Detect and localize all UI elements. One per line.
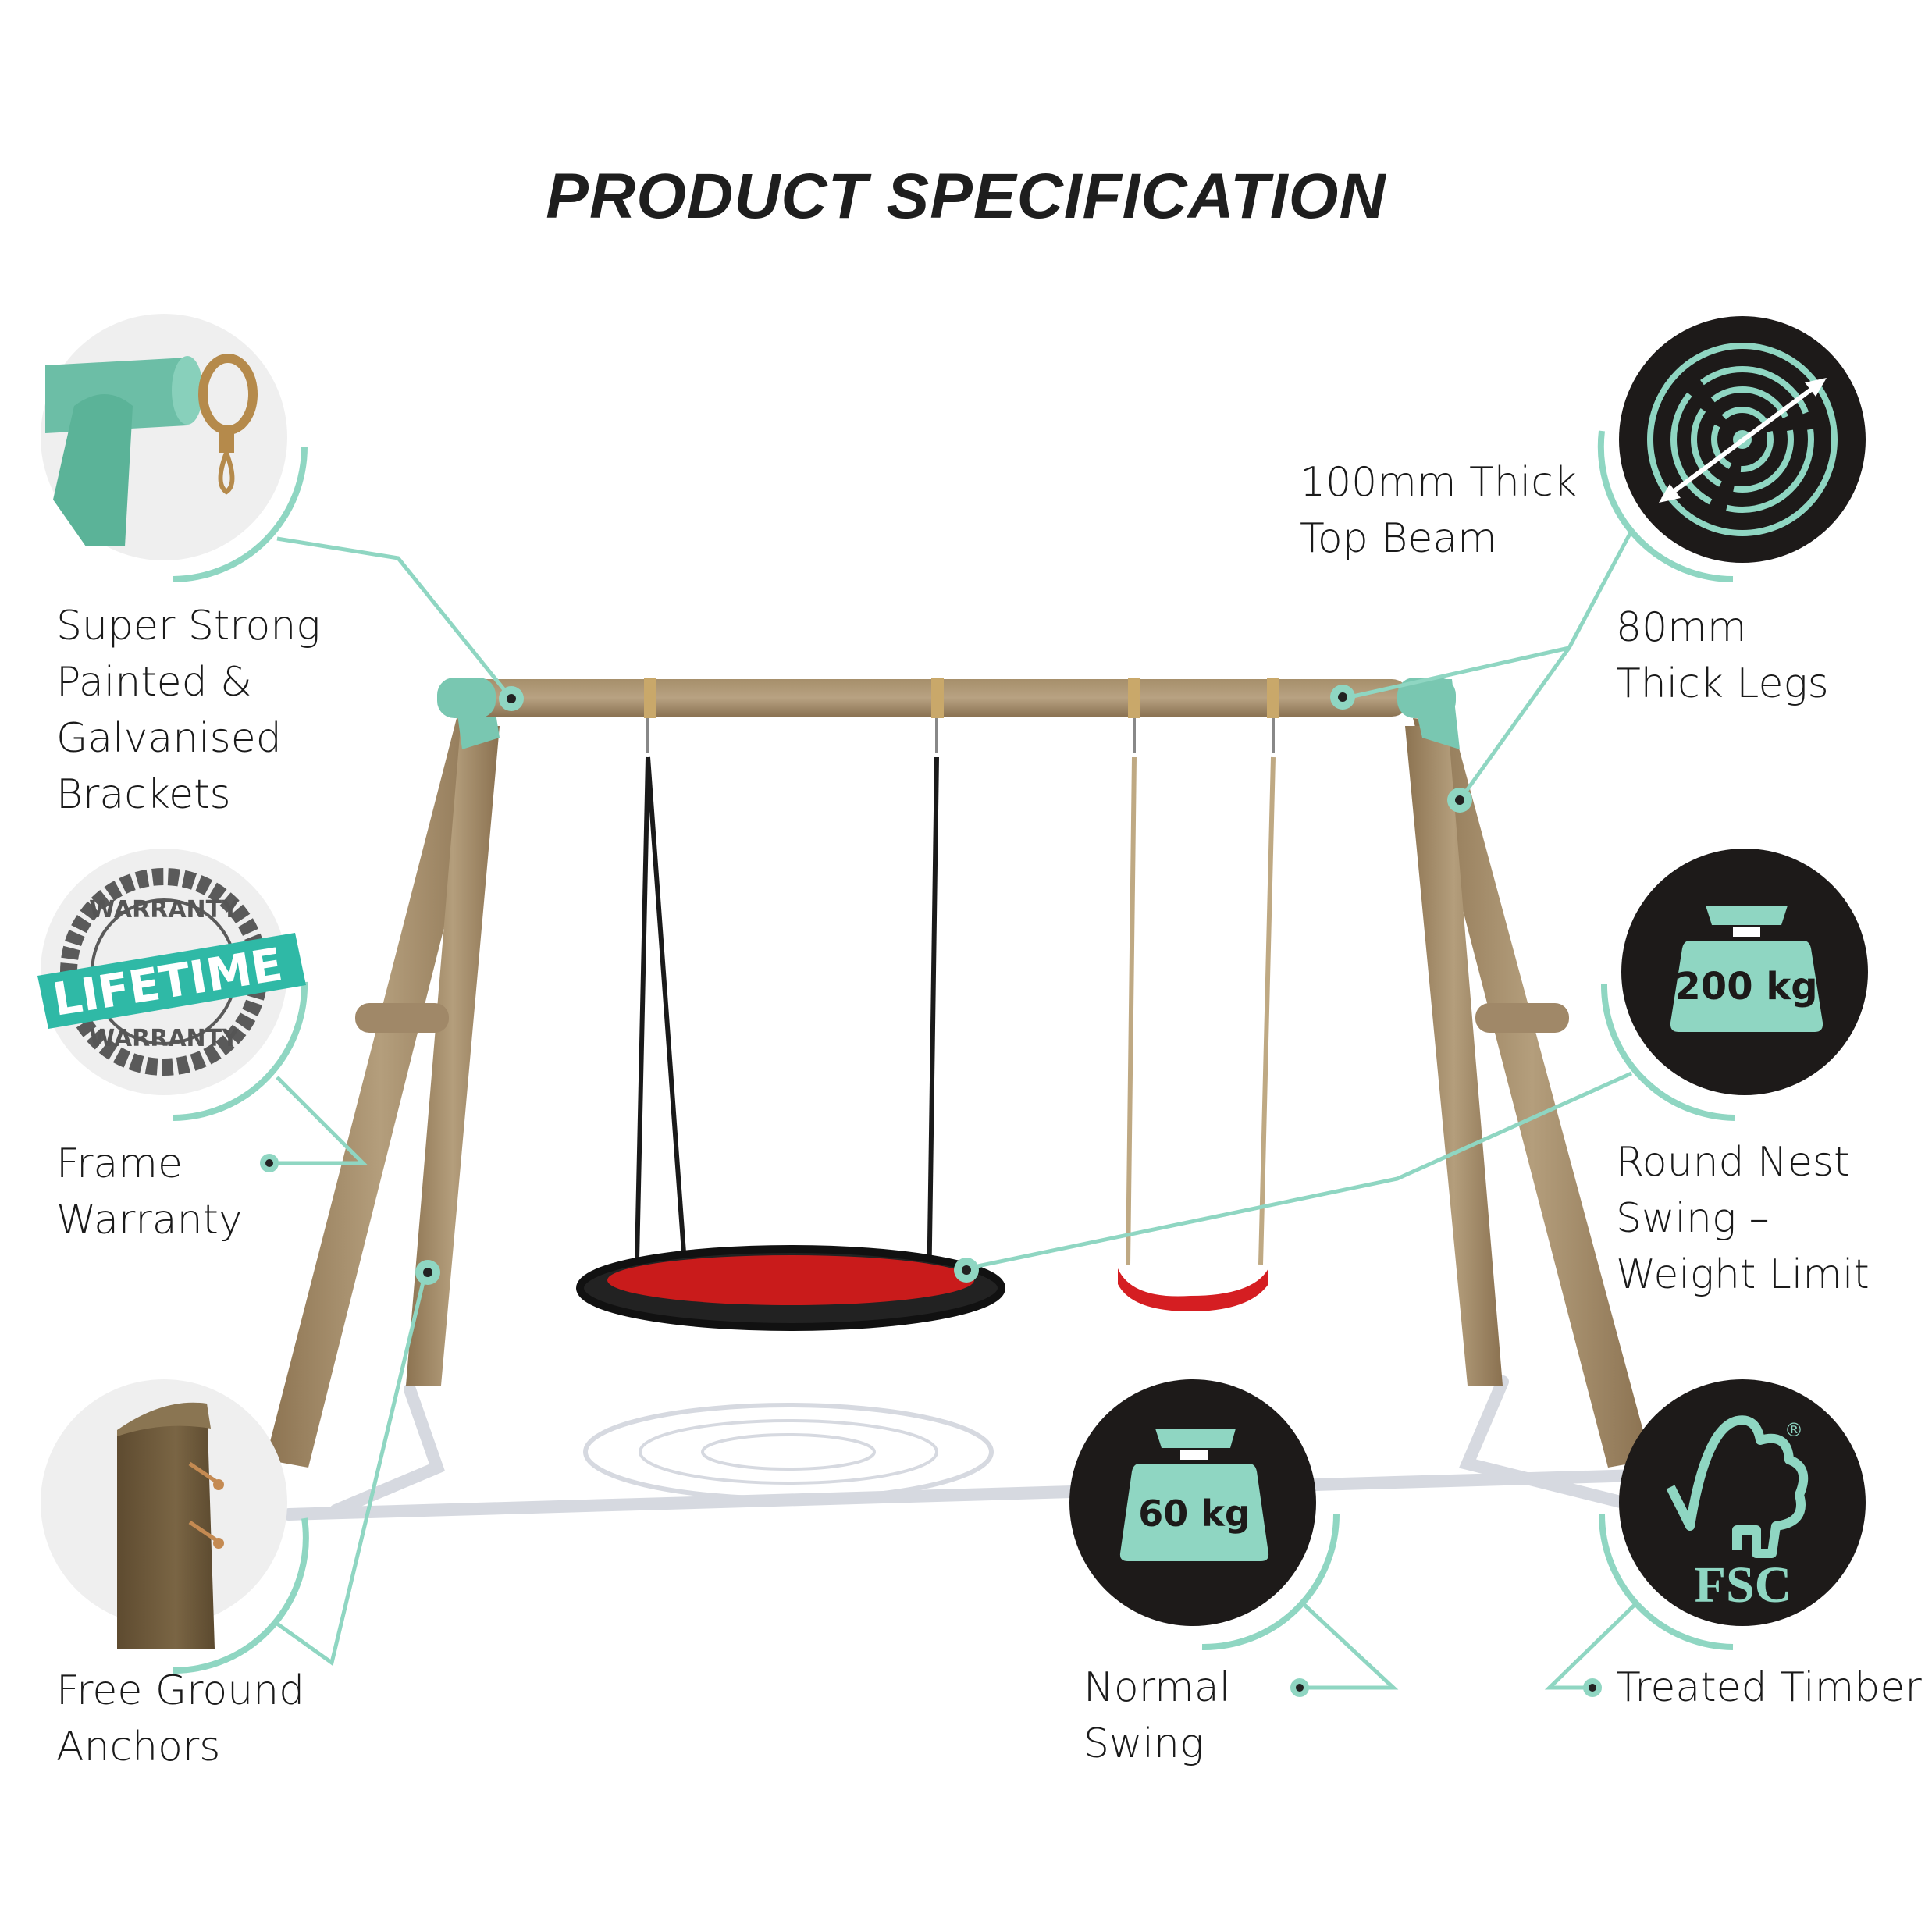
label-nest-swing: Round Nest Swing – Weight Limit xyxy=(1616,1139,1870,1298)
bracket-clamp-icon xyxy=(41,314,308,582)
weight-icon-200kg: 200 kg xyxy=(1600,849,1868,1121)
label-frame-warranty: Frame Warranty xyxy=(56,1140,243,1244)
connection-dots xyxy=(260,685,1602,1697)
top-beam xyxy=(437,678,1456,718)
nest-swing xyxy=(576,718,1005,1331)
registered-mark: ® xyxy=(1784,1419,1803,1441)
label-thick-legs: 80mm Thick Legs xyxy=(1616,604,1829,707)
leader-lines xyxy=(269,529,1637,1690)
normal-swing xyxy=(1118,718,1276,1311)
ground-shadow xyxy=(283,1375,1646,1521)
right-a-frame xyxy=(1405,679,1651,1468)
weight-icon-60kg: 60 kg xyxy=(1069,1379,1340,1651)
fsc-text: FSC xyxy=(1695,1557,1792,1614)
fsc-logo-icon: FSC ® xyxy=(1599,1379,1866,1650)
label-brackets: Super Strong Painted & Galvanised Bracke… xyxy=(56,603,321,818)
tree-rings-icon xyxy=(1597,316,1866,582)
weight-60kg-text: 60 kg xyxy=(1138,1493,1251,1535)
label-top-beam: 100mm Thick Top Beam xyxy=(1300,459,1577,562)
label-normal-swing: Normal Swing xyxy=(1083,1664,1231,1767)
page-title: PRODUCT SPECIFICATION xyxy=(546,161,1386,232)
weight-200kg-text: 200 kg xyxy=(1674,965,1817,1009)
stamp-top-text: WARRANTY xyxy=(89,896,240,923)
stamp-bottom-text: WARRANTY xyxy=(89,1025,240,1052)
ground-anchor-icon xyxy=(41,1379,309,1674)
label-ground-anchors: Free Ground Anchors xyxy=(56,1667,305,1770)
label-treated-timber: Treated Timber xyxy=(1616,1664,1922,1711)
lifetime-warranty-stamp-icon: WARRANTY WARRANTY LIFETIME xyxy=(37,849,308,1121)
